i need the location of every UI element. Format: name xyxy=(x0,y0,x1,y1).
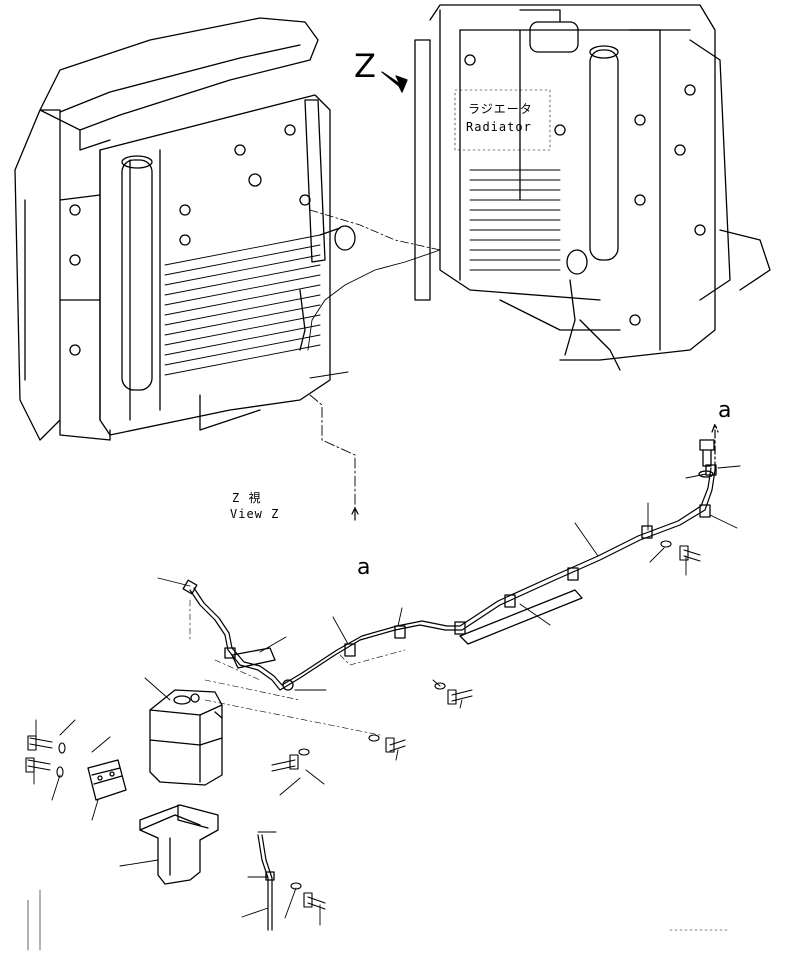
guide-lines-tank xyxy=(189,599,406,736)
corner-marks xyxy=(27,889,731,951)
connector-mark-upper: a xyxy=(718,398,732,423)
bolts-washers xyxy=(25,540,701,910)
drain-hose-assembly xyxy=(182,464,717,691)
arrow-a-upper xyxy=(711,423,719,471)
radiator-assembly-left xyxy=(14,17,356,441)
view-direction-arrow xyxy=(381,71,408,93)
view-marker-label: Z xyxy=(354,47,376,85)
view-caption-jp: Z 視 xyxy=(232,491,262,505)
arrow-a-lower xyxy=(351,507,359,521)
reserve-tank xyxy=(149,689,223,786)
radiator-core-fins-left xyxy=(164,234,321,376)
leader-line-radiators xyxy=(309,209,441,251)
part-leader-lines xyxy=(33,465,741,926)
bolt-top-right xyxy=(698,439,715,478)
tank-bracket xyxy=(139,804,219,885)
hose-leader xyxy=(309,371,349,379)
hose-connection-line xyxy=(307,249,441,351)
radiator-core-fins-right xyxy=(469,169,561,271)
view-z-leader xyxy=(309,394,356,521)
view-caption-en: View Z xyxy=(230,507,280,521)
radiator-label-en: Radiator xyxy=(466,120,532,134)
clip-plate xyxy=(87,759,127,801)
radiator-label-jp: ラジエータ xyxy=(468,102,533,116)
connector-mark-lower: a xyxy=(357,555,371,580)
radiator-assembly-right xyxy=(414,4,771,371)
drain-tube xyxy=(257,834,275,931)
